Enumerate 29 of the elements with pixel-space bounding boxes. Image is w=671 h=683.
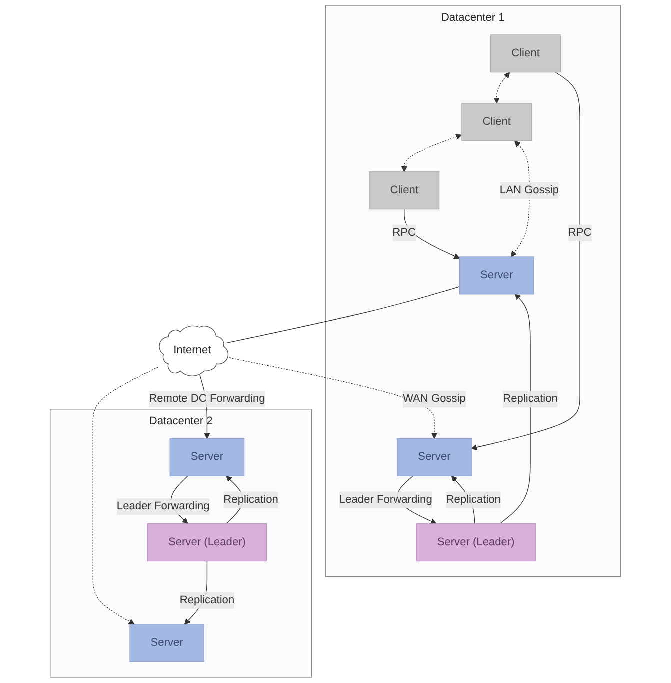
arrow [401,134,462,172]
edge-label: RPC [568,226,592,239]
node-box: Client [490,34,561,73]
edge-label: RPC [392,226,416,239]
arrow [92,367,158,625]
node-box: Client [369,172,440,210]
connector [226,286,460,344]
node-box: Server [170,438,245,476]
node-box: Client [462,103,532,142]
edge-label: Replication [224,494,278,506]
node-box: Server [459,256,534,295]
arrow [471,72,580,450]
arrow [500,294,531,524]
edge-label: Replication [180,594,235,606]
node-box: Server [130,624,204,662]
edge-label: LAN Gossip [500,184,559,196]
node-box: Server [397,438,472,476]
arrow [510,140,530,258]
node-box: Server (Leader) [416,524,536,562]
arrow [494,72,510,104]
edge-label: Replication [503,393,558,405]
node-box: Server (Leader) [147,524,268,562]
edge-label: WAN Gossip [403,393,466,405]
arrow [404,208,460,260]
edge-label: Remote DC Forwarding [149,393,266,405]
edge-label: Leader Forwarding [339,494,432,506]
arrow [226,357,438,440]
edge-label: Leader Forwarding [116,500,210,512]
edge-label: Replication [446,494,501,506]
